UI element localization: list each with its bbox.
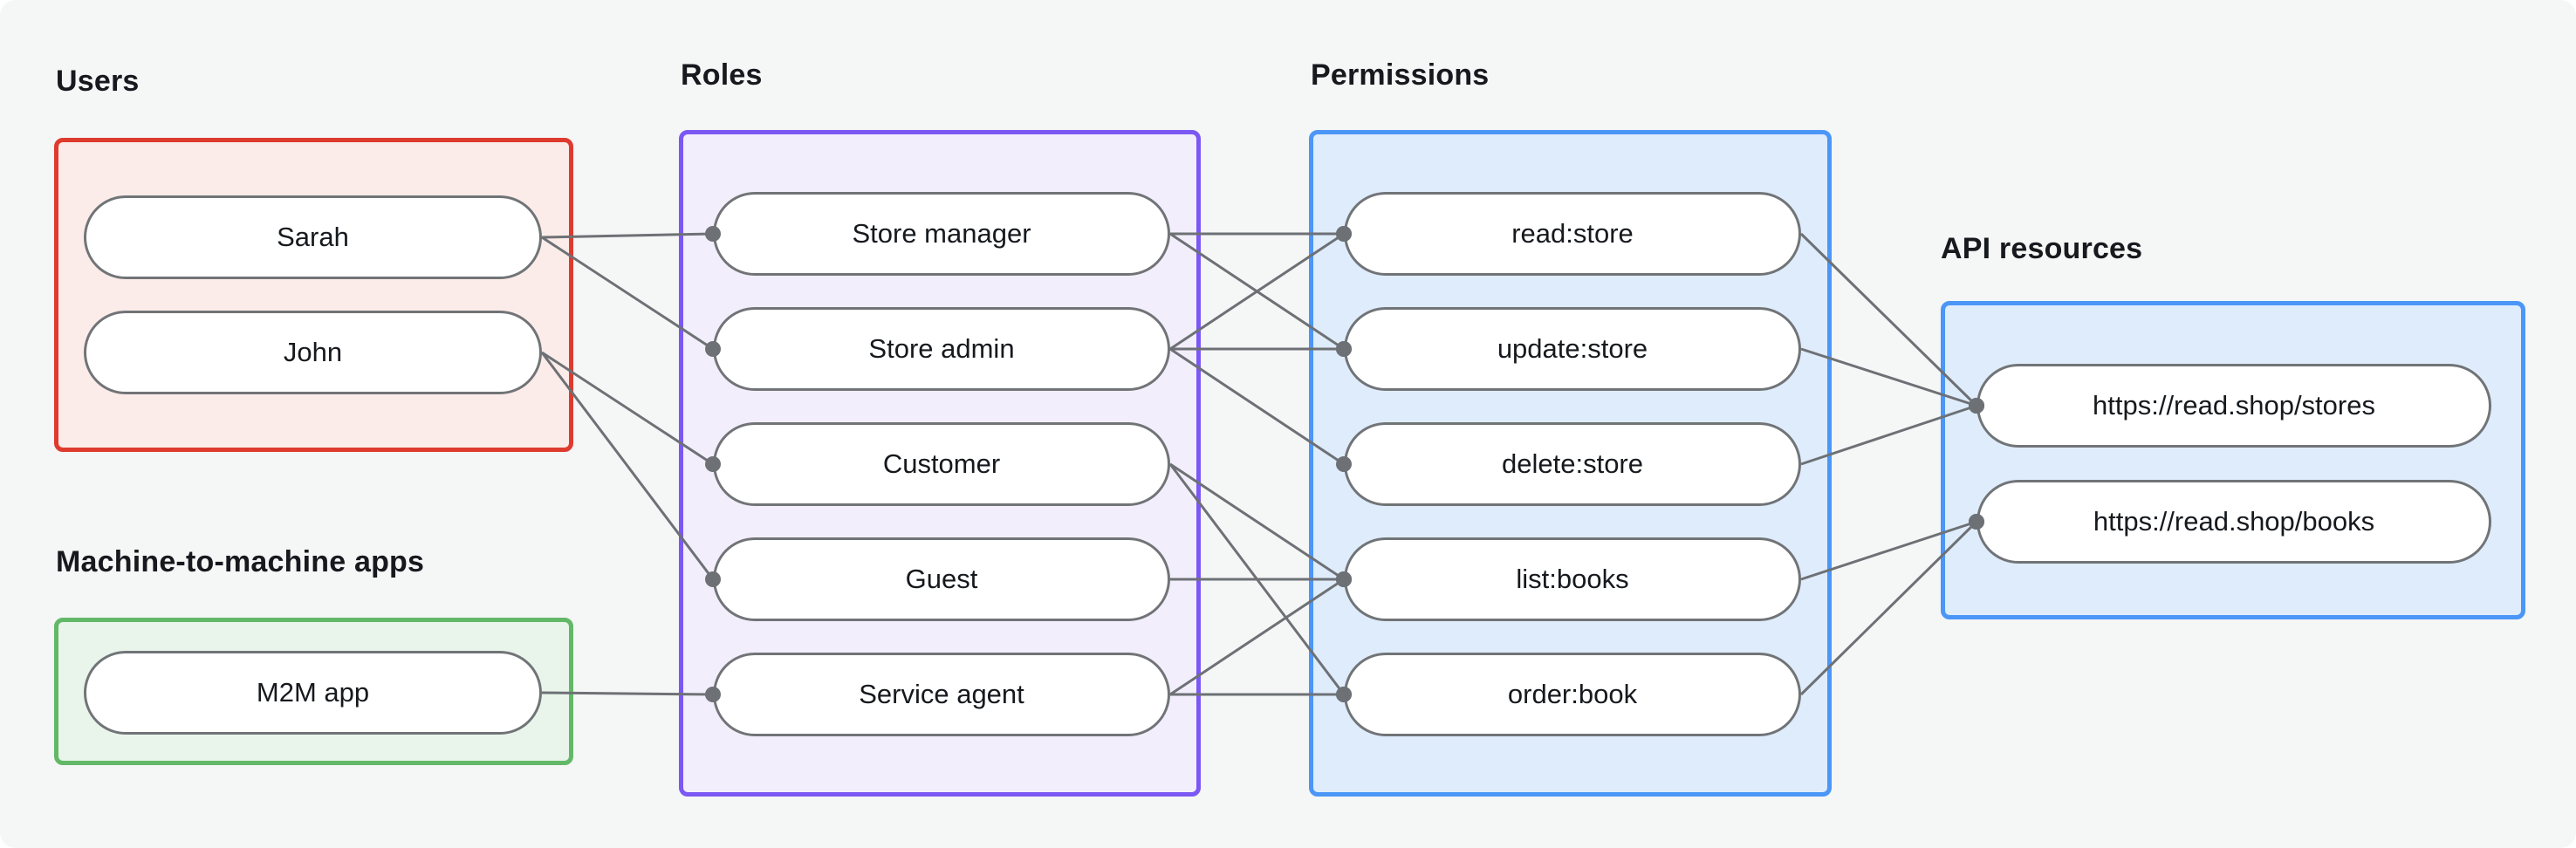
- m2m-group-label: Machine-to-machine apps: [56, 545, 425, 578]
- node-permission-order-book: order:book: [1344, 653, 1801, 736]
- permissions-group-label: Permissions: [1311, 58, 1490, 92]
- node-label: order:book: [1507, 679, 1638, 709]
- node-m2m-app: M2M app: [84, 651, 542, 735]
- users-group-label: Users: [56, 65, 140, 98]
- node-label: M2M app: [256, 677, 370, 708]
- node-role-customer: Customer: [713, 422, 1170, 506]
- roles-group-label: Roles: [681, 58, 763, 92]
- node-api-books: https://read.shop/books: [1977, 480, 2491, 564]
- node-label: Store manager: [852, 218, 1031, 249]
- api-resources-group-label: API resources: [1941, 232, 2143, 265]
- node-label: John: [283, 337, 343, 367]
- node-label: https://read.shop/stores: [2093, 390, 2375, 421]
- node-permission-delete-store: delete:store: [1344, 422, 1801, 506]
- roles-group-box: Store manager Store admin Customer Guest…: [679, 130, 1201, 797]
- m2m-group-box: M2M app: [54, 618, 573, 765]
- node-user-john: John: [84, 311, 542, 394]
- node-role-store-manager: Store manager: [713, 192, 1170, 276]
- node-label: Service agent: [859, 679, 1024, 709]
- node-api-stores: https://read.shop/stores: [1977, 364, 2491, 448]
- node-label: read:store: [1511, 218, 1634, 249]
- node-permission-update-store: update:store: [1344, 307, 1801, 391]
- node-label: update:store: [1497, 333, 1648, 364]
- node-label: Guest: [905, 564, 978, 594]
- api-resources-group-box: https://read.shop/stores https://read.sh…: [1941, 301, 2525, 619]
- node-label: Store admin: [868, 333, 1015, 364]
- node-role-service-agent: Service agent: [713, 653, 1170, 736]
- node-user-sarah: Sarah: [84, 195, 542, 279]
- node-label: list:books: [1516, 564, 1629, 594]
- node-label: https://read.shop/books: [2093, 506, 2375, 537]
- permissions-group-box: read:store update:store delete:store lis…: [1309, 130, 1832, 797]
- node-label: delete:store: [1502, 448, 1643, 479]
- node-label: Sarah: [277, 222, 349, 252]
- node-role-guest: Guest: [713, 537, 1170, 621]
- users-group-box: Sarah John: [54, 138, 573, 452]
- node-label: Customer: [882, 448, 1001, 479]
- node-permission-list-books: list:books: [1344, 537, 1801, 621]
- node-permission-read-store: read:store: [1344, 192, 1801, 276]
- node-role-store-admin: Store admin: [713, 307, 1170, 391]
